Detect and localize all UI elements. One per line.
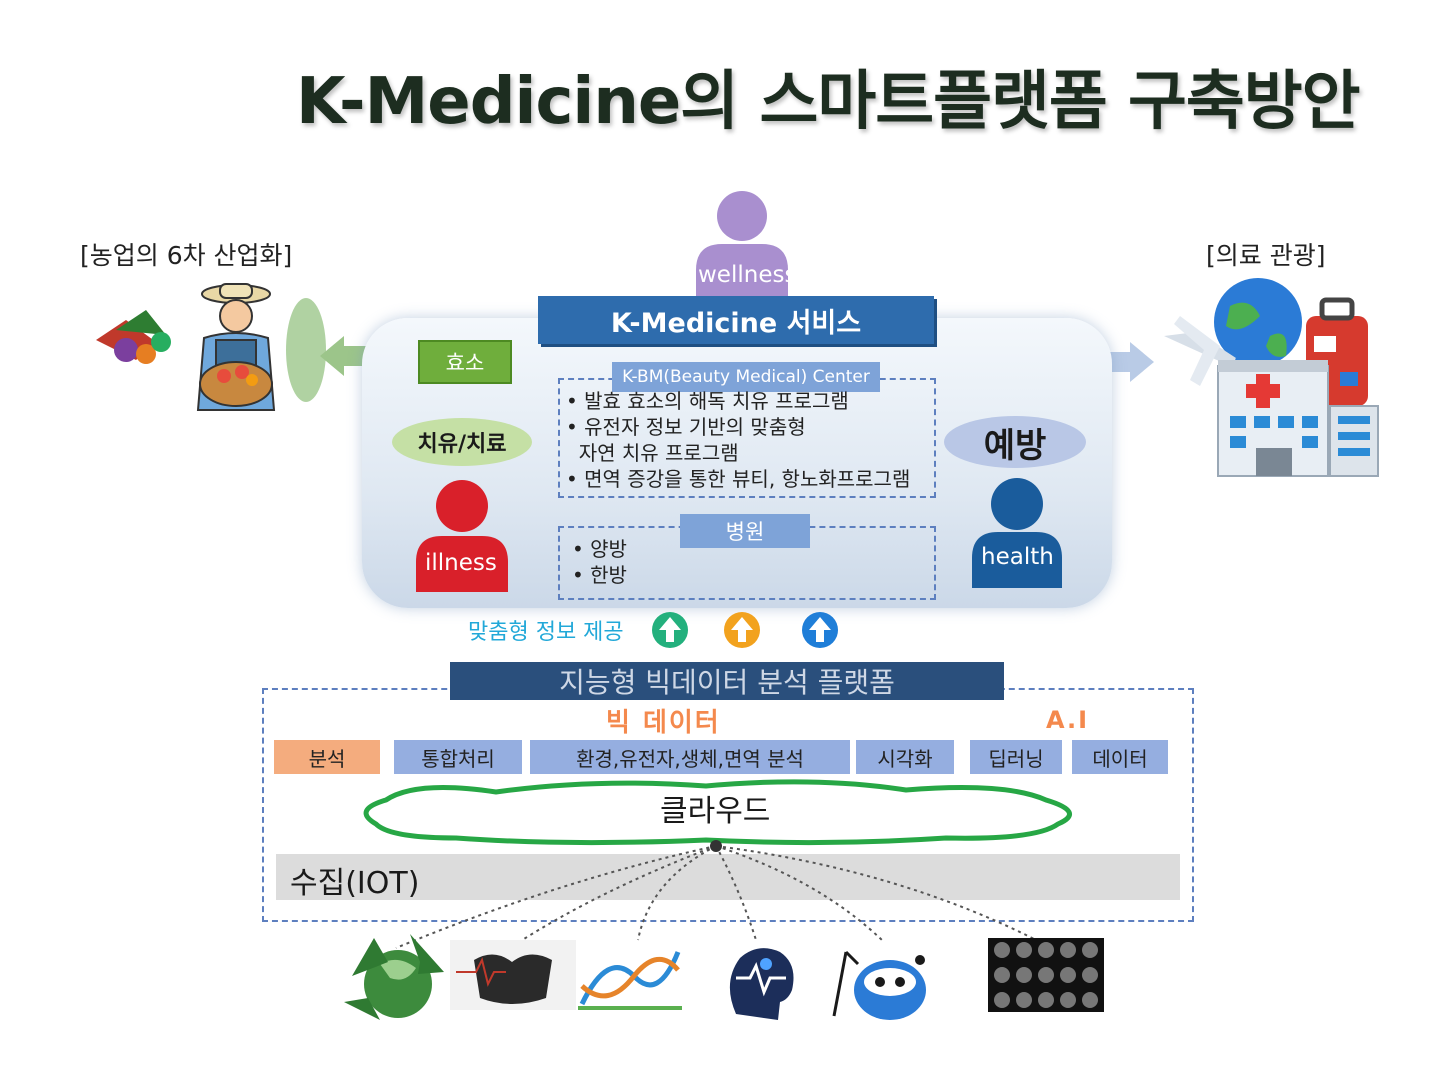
deep-learning-cell: 딥러닝 [970, 740, 1062, 774]
cloud-icon [363, 779, 1072, 846]
cloud-label: 클라우드 [660, 794, 771, 829]
brain-icon [729, 948, 794, 1020]
vital-sign-icon [450, 940, 576, 1010]
bio-analysis-cell: 환경,유전자,생체,면역 분석 [530, 740, 850, 774]
big-data-label: 빅 데이터 [606, 708, 721, 738]
robot-icon [832, 950, 926, 1020]
illness-label: illness [425, 550, 497, 576]
recycle-earth-icon [344, 934, 444, 1020]
hospital-item: • 양방 [572, 537, 627, 561]
travel-hospital-icon [1164, 278, 1379, 477]
integration-cell: 통합처리 [394, 740, 522, 774]
kbm-center-pill: K-BM(Beauty Medical) Center [612, 362, 880, 392]
hospital-item: • 한방 [572, 563, 627, 587]
hospital-pill: 병원 [680, 514, 810, 548]
arrow-right-icon [1108, 342, 1154, 382]
page-title: K-Medicine의 스마트플랫폼 구축방안 [296, 65, 1361, 139]
healing-ellipse: 치유/치료 [392, 418, 532, 466]
illness-person-icon [416, 480, 508, 592]
health-person-icon [972, 478, 1062, 588]
analysis-cell: 분석 [274, 740, 380, 774]
farmer-icon [96, 283, 326, 411]
arrow-up-orange-icon [724, 612, 760, 648]
arrow-up-blue-icon [802, 612, 838, 648]
health-label: health [981, 544, 1054, 570]
prevention-ellipse: 예방 [944, 416, 1086, 468]
bigdata-platform-banner: 지능형 빅데이터 분석 플랫폼 [450, 662, 1004, 700]
hospital-item-list: • 양방 • 한방 [572, 536, 627, 588]
iot-label: 수집(IOT) [290, 866, 420, 901]
info-provision-label: 맞춤형 정보 제공 [468, 620, 624, 645]
mri-grid-icon [988, 938, 1104, 1012]
ai-label: A.I [1046, 706, 1090, 734]
visualization-cell: 시각화 [856, 740, 954, 774]
wellness-person-icon [696, 191, 788, 298]
dna-icon [578, 951, 682, 1010]
arrow-up-green-icon [652, 612, 688, 648]
kbm-item: 자연 치유 프로그램 [566, 441, 739, 465]
right-label: [의료 관광] [1206, 241, 1326, 270]
service-banner: K-Medicine 서비스 [538, 296, 934, 344]
iot-bar [276, 854, 1180, 900]
kbm-item-list: • 발효 효소의 해독 치유 프로그램 • 유전자 정보 기반의 맞춤형 자연 … [566, 388, 910, 492]
arrow-left-icon [320, 336, 368, 376]
wellness-label: wellness [698, 262, 797, 288]
kbm-item: • 발효 효소의 해독 치유 프로그램 [566, 389, 849, 413]
kbm-item: • 면역 증강을 통한 뷰티, 항노화프로그램 [566, 467, 911, 491]
left-label: [농업의 6차 산업화] [80, 241, 293, 270]
enzyme-tag: 효소 [418, 340, 512, 384]
data-cell: 데이터 [1072, 740, 1168, 774]
kbm-item: • 유전자 정보 기반의 맞춤형 [566, 415, 806, 439]
